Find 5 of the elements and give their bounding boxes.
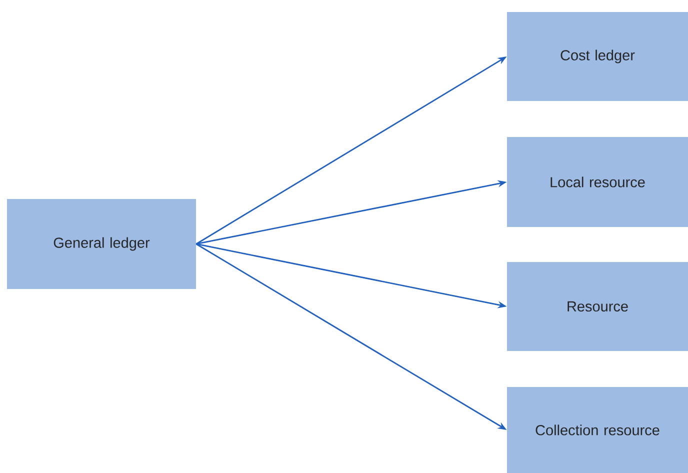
box: Collection resource [507, 386, 688, 473]
box: Resource [507, 262, 688, 351]
box: Local resource [507, 137, 688, 227]
box: General ledger [7, 199, 196, 289]
box: Cost ledger [507, 12, 688, 101]
